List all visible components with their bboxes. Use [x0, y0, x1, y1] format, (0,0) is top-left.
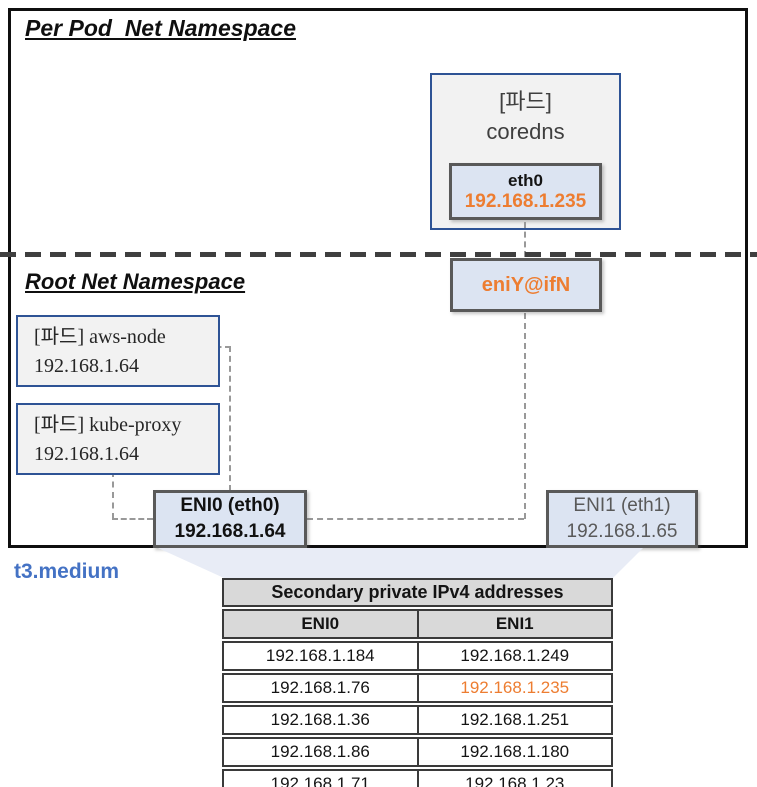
ip-cell: 192.168.1.76 [224, 675, 419, 701]
kube-proxy-pod-box: [파드] kube-proxy 192.168.1.64 [16, 403, 220, 475]
eni1-ip: 192.168.1.65 [566, 521, 678, 542]
secondary-ip-table: Secondary private IPv4 addresses ENI0 EN… [222, 578, 613, 787]
aws-node-pod-ip: 192.168.1.64 [34, 355, 139, 377]
column-header-eni0: ENI0 [224, 611, 419, 637]
eni1-label: ENI1 (eth1) [573, 495, 671, 517]
veth-label: eniY@ifN [481, 273, 571, 296]
eni0-ip: 192.168.1.64 [174, 521, 286, 542]
ip-cell: 192.168.1.249 [460, 646, 570, 665]
ip-cell: 192.168.1.23 [465, 774, 565, 787]
table-title: Secondary private IPv4 addresses [271, 582, 564, 602]
connector-eth0-to-veth [524, 222, 526, 257]
instance-type-label: t3.medium [14, 560, 120, 583]
eni1-box: ENI1 (eth1) 192.168.1.65 [546, 490, 698, 548]
table-row: 192.168.1.86 192.168.1.180 [222, 737, 613, 767]
root-namespace-title: Root Net Namespace [25, 269, 246, 294]
ip-cell: 192.168.1.251 [460, 710, 570, 729]
kube-proxy-pod-ip: 192.168.1.64 [34, 443, 139, 465]
aws-node-pod-label: [파드] aws-node [34, 326, 166, 348]
node-namespace-boundary [8, 8, 748, 548]
table-column-header-row: ENI0 ENI1 [222, 609, 613, 639]
connector-awsnode-to-eni0 [229, 346, 231, 491]
eni-to-table-funnel-shape [158, 548, 643, 578]
column-header-eni1: ENI1 [495, 614, 534, 633]
ip-cell: 192.168.1.36 [224, 707, 419, 733]
eni0-box: ENI0 (eth0) 192.168.1.64 [153, 490, 307, 548]
coredns-pod-name: coredns [486, 118, 565, 144]
aws-node-pod-box: [파드] aws-node 192.168.1.64 [16, 315, 220, 387]
veth-interface-box: eniY@ifN [450, 258, 602, 312]
eth0-interface-box: eth0 192.168.1.235 [449, 163, 602, 220]
ip-cell: 192.168.1.184 [224, 643, 419, 669]
table-title-row: Secondary private IPv4 addresses [222, 578, 613, 607]
connector-kubeproxy-down [112, 471, 114, 519]
table-row: 192.168.1.184 192.168.1.249 [222, 641, 613, 671]
eth0-label: eth0 [508, 170, 543, 190]
table-row: 192.168.1.71 192.168.1.23 [222, 769, 613, 787]
table-row: 192.168.1.36 192.168.1.251 [222, 705, 613, 735]
eth0-ip: 192.168.1.235 [464, 190, 587, 212]
eni0-label: ENI0 (eth0) [180, 495, 280, 517]
ip-cell: 192.168.1.180 [460, 742, 570, 761]
connector-veth-down [524, 313, 526, 519]
ip-cell-highlighted: 192.168.1.235 [460, 678, 570, 697]
namespace-divider-dashed-line [0, 252, 757, 257]
ip-cell: 192.168.1.71 [224, 771, 419, 787]
per-pod-namespace-title: Per Pod Net Namespace [25, 15, 297, 41]
kube-proxy-pod-label: [파드] kube-proxy [34, 414, 182, 436]
table-row: 192.168.1.76 192.168.1.235 [222, 673, 613, 703]
ip-cell: 192.168.1.86 [224, 739, 419, 765]
connector-kubeproxy-to-eni0 [112, 518, 153, 520]
connector-veth-to-eni0 [307, 518, 524, 520]
coredns-pod-tag: [파드] [499, 89, 552, 114]
